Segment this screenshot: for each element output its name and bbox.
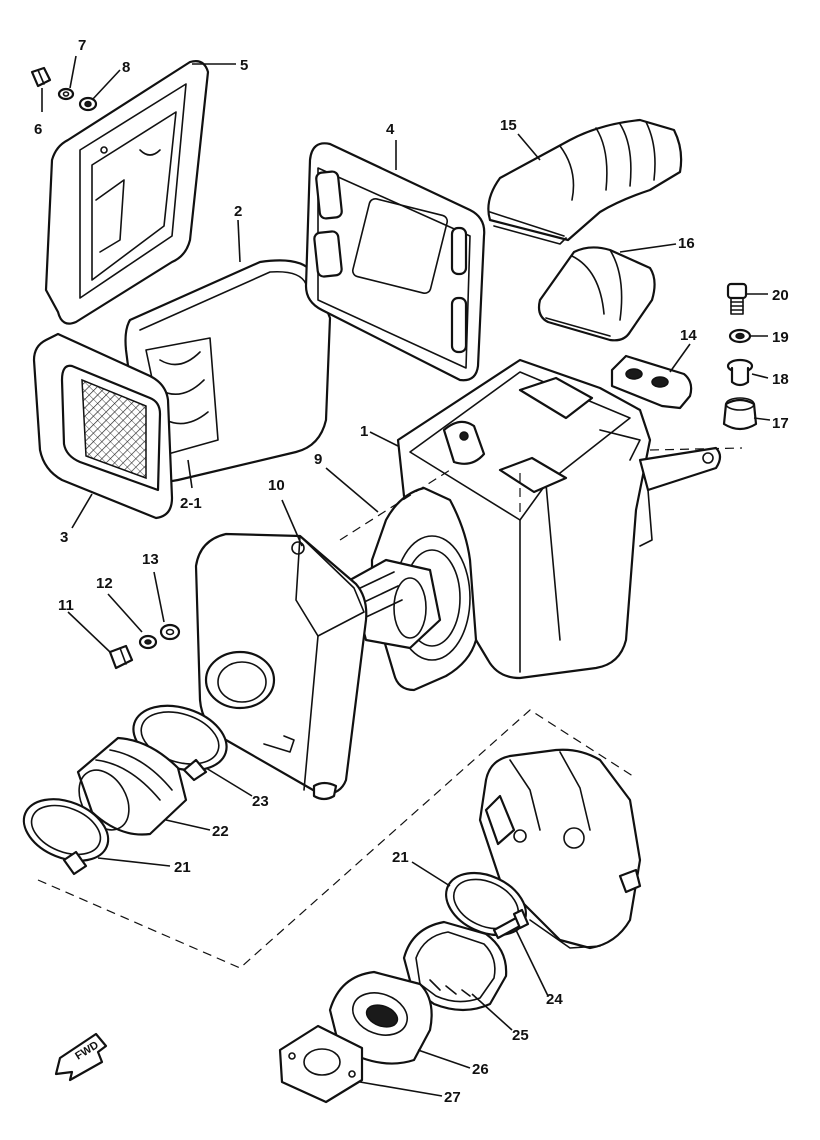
callout-11: 11 (58, 597, 74, 614)
callout-15: 15 (500, 117, 517, 134)
callout-4: 4 (386, 121, 395, 138)
callout-7: 7 (78, 37, 86, 54)
screw-part-24 (492, 908, 530, 940)
callout-20: 20 (772, 287, 789, 304)
filter-frame-part-3 (32, 332, 174, 520)
intake-duct-part-15 (487, 118, 683, 245)
callout-5: 5 (240, 57, 248, 74)
duct-part-16 (537, 246, 656, 342)
clamp-part-25 (402, 920, 508, 1012)
callout-21-left: 21 (174, 859, 191, 876)
rubber-joint (348, 558, 442, 650)
screw-part-11 (108, 644, 134, 670)
callout-12: 12 (96, 575, 113, 592)
washer-part-8 (78, 96, 98, 112)
washer-part-19 (728, 328, 752, 344)
washer-part-12 (138, 634, 158, 650)
callout-2: 2 (234, 203, 242, 220)
joint-part-22 (76, 736, 188, 836)
bracket-part-14 (610, 354, 693, 410)
case-cover-part-10 (194, 532, 368, 801)
bolt-part-20 (726, 282, 748, 315)
callout-14: 14 (680, 327, 697, 344)
callout-18: 18 (772, 371, 789, 388)
callout-27: 27 (444, 1089, 461, 1106)
gasket-part-27 (278, 1024, 364, 1104)
callout-22: 22 (212, 823, 229, 840)
callout-25: 25 (512, 1027, 529, 1044)
cover-part-5 (44, 60, 210, 325)
fwd-arrow-icon: FWD (54, 1032, 108, 1082)
grommet-part-17 (722, 397, 758, 431)
washer-part-13 (159, 623, 181, 641)
plate-part-4 (304, 142, 486, 382)
callout-6: 6 (34, 121, 42, 138)
callout-9: 9 (314, 451, 322, 468)
clamp-part-21-upper (22, 798, 110, 876)
screw-part-6 (30, 66, 52, 88)
joint-part-26 (328, 970, 433, 1065)
callout-23: 23 (252, 793, 269, 810)
callout-16: 16 (678, 235, 695, 252)
leader-lines (41, 55, 771, 1097)
callout-1: 1 (360, 423, 368, 440)
callout-2-1: 2-1 (180, 495, 202, 512)
callout-labels: 1 2 2-1 3 4 5 6 7 8 9 10 11 12 13 14 15 … (34, 37, 789, 1106)
callout-19: 19 (772, 329, 789, 346)
callout-3: 3 (60, 529, 68, 546)
callout-26: 26 (472, 1061, 489, 1078)
washer-part-7 (57, 87, 75, 101)
callout-10: 10 (268, 477, 285, 494)
callout-24: 24 (546, 991, 563, 1008)
reference-outline (37, 709, 637, 969)
callout-21-right: 21 (392, 849, 409, 866)
callout-8: 8 (122, 59, 130, 76)
callout-17: 17 (772, 415, 789, 432)
callout-13: 13 (142, 551, 159, 568)
collar-part-18 (726, 358, 754, 387)
